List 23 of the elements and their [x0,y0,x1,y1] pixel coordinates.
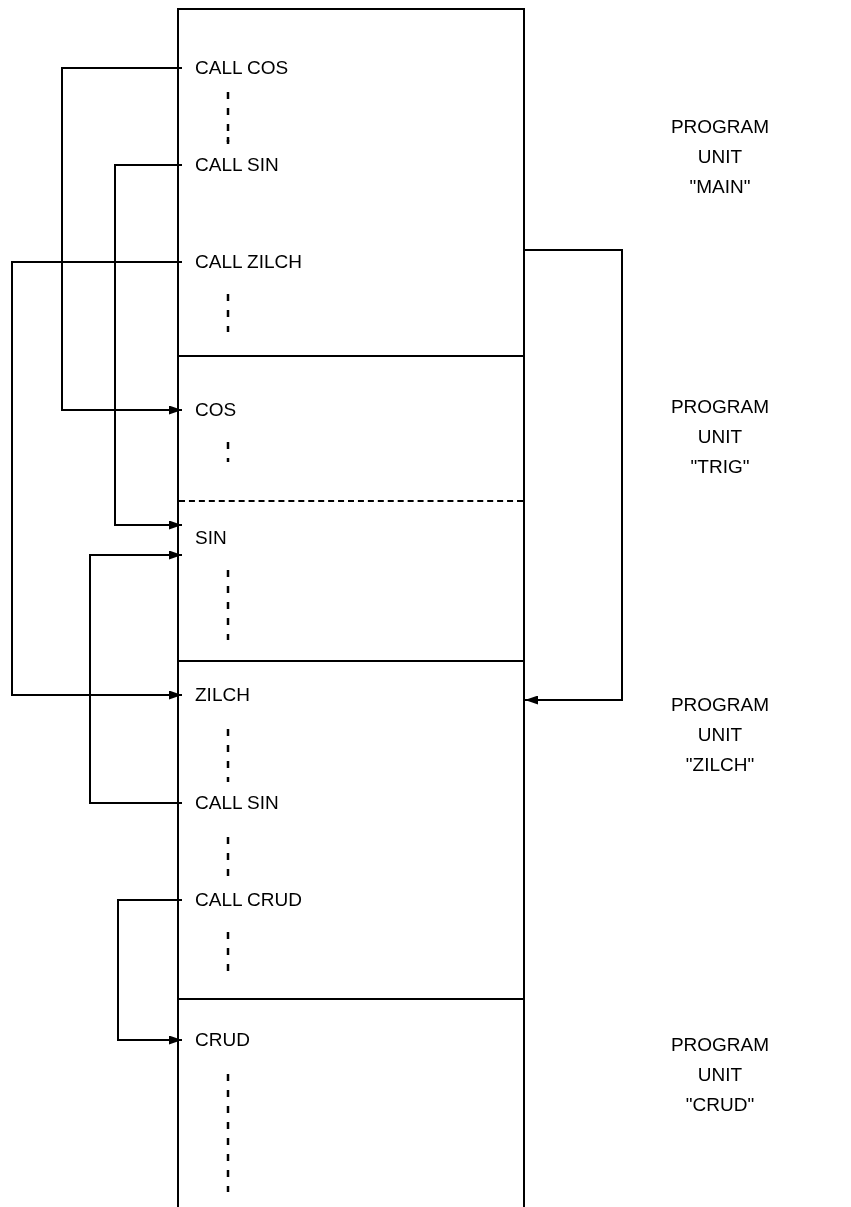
call-arrow [117,899,183,1045]
statement-label: CALL CRUD [182,888,302,912]
statement-label: CALL SIN [182,791,279,815]
call-arrow [11,261,183,700]
program-unit-label: PROGRAM UNIT "MAIN" [669,115,771,199]
program-unit-box [177,8,525,355]
call-arrow [89,550,183,804]
statement-label: SIN [182,511,227,565]
call-arrow [524,249,623,705]
statement-label: COS [182,398,237,422]
statement-label: ZILCH [182,683,250,707]
call-arrow [114,164,183,530]
statement-label: CALL ZILCH [182,250,302,274]
call-arrow [61,67,183,415]
statement-label: CALL COS [182,56,289,80]
program-unit-box [177,355,525,660]
statement-label: CALL SIN [182,153,279,177]
statement-label: CRUD [182,1028,250,1052]
program-unit-label: PROGRAM UNIT "ZILCH" [669,693,771,777]
program-unit-box [177,660,525,998]
program-unit-label: PROGRAM UNIT "CRUD" [669,1033,771,1117]
program-unit-box [177,998,525,1207]
program-unit-label: PROGRAM UNIT "TRIG" [669,395,771,479]
